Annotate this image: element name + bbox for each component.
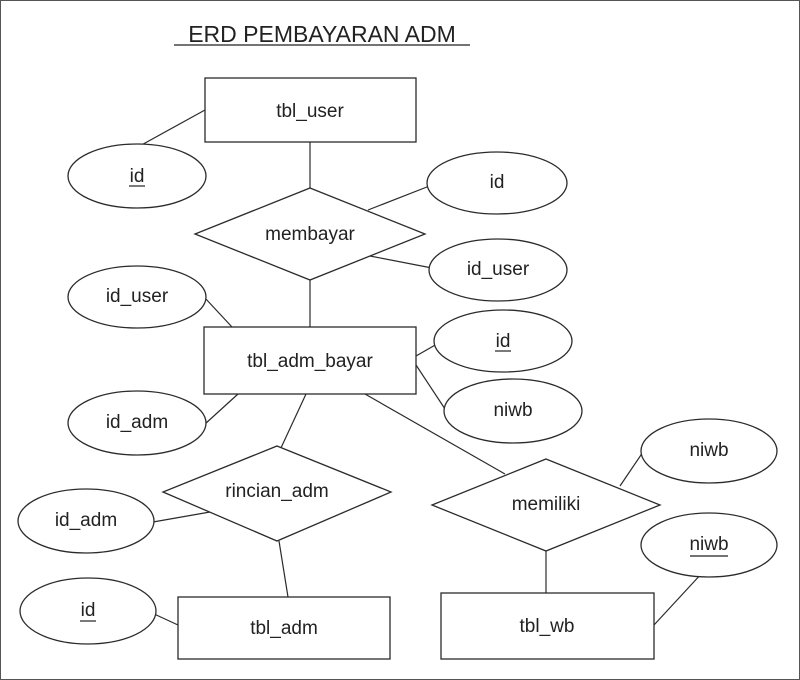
edge-wb-to-niwb: [653, 571, 704, 626]
edge-adm-bayar-to-rincian: [279, 393, 307, 451]
entity-label: tbl_adm_bayar: [247, 351, 373, 372]
attribute-membayar-id-user: id_user: [428, 238, 568, 302]
relationship-memiliki: memiliki: [430, 458, 662, 552]
edge-user-to-user-id: [135, 109, 206, 149]
attribute-membayar-id: id: [426, 151, 568, 215]
attribute-bayar-id: id: [433, 309, 573, 373]
attribute-label: id: [490, 172, 505, 193]
attribute-adm-id: id: [19, 577, 157, 645]
edge-adm-bayar-to-id-user: [204, 297, 233, 328]
relationship-label: membayar: [265, 224, 355, 245]
attribute-label: id_user: [467, 259, 530, 280]
attribute-bayar-id-adm: id_adm: [67, 390, 207, 456]
edge-adm-bayar-to-id-adm: [204, 393, 239, 425]
attribute-label: id_user: [106, 286, 169, 307]
attribute-user-id: id: [67, 143, 207, 209]
diagram-title: ERD PEMBAYARAN ADM: [188, 21, 456, 47]
attribute-label: id: [130, 166, 145, 187]
attribute-rincian-id-adm: id_adm: [17, 488, 155, 554]
attribute-label: niwb: [689, 440, 728, 461]
edge-rincian-to-adm: [278, 540, 289, 598]
edge-adm-bayar-to-id: [415, 343, 438, 357]
relationship-label: memiliki: [512, 494, 581, 515]
attribute-bayar-niwb: niwb: [443, 378, 583, 444]
attribute-memiliki-niwb: niwb: [640, 418, 778, 484]
attribute-bayar-id-user: id_user: [67, 265, 207, 329]
attribute-label: id_adm: [55, 510, 117, 531]
edge-adm-bayar-to-memiliki: [364, 393, 506, 475]
entity-tbl-adm-bayar: tbl_adm_bayar: [203, 326, 417, 395]
relationship-rincian-adm: rincian_adm: [161, 445, 393, 542]
relationship-label: rincian_adm: [225, 481, 329, 502]
attribute-label: id: [81, 600, 96, 621]
attribute-label: niwb: [493, 400, 532, 421]
attribute-wb-niwb: niwb: [640, 512, 778, 578]
entity-label: tbl_wb: [520, 616, 575, 637]
entity-tbl-user: tbl_user: [204, 77, 417, 143]
entity-tbl-adm: tbl_adm: [177, 596, 391, 660]
entity-tbl-wb: tbl_wb: [440, 592, 655, 660]
entity-label: tbl_user: [276, 101, 344, 122]
edge-adm-bayar-to-niwb: [415, 364, 448, 413]
attribute-label: id: [496, 331, 511, 352]
edge-membayar-to-id-user: [369, 255, 433, 269]
relationship-membayar: membayar: [193, 187, 427, 281]
attribute-label: niwb: [689, 534, 728, 555]
edge-adm-to-id: [151, 612, 179, 626]
edge-rincian-to-id-adm: [152, 511, 211, 523]
entity-label: tbl_adm: [250, 618, 318, 639]
edge-membayar-to-id: [367, 184, 433, 211]
attribute-label: id_adm: [106, 412, 168, 433]
edge-memiliki-to-niwb: [619, 451, 644, 487]
connectors: [135, 109, 704, 626]
